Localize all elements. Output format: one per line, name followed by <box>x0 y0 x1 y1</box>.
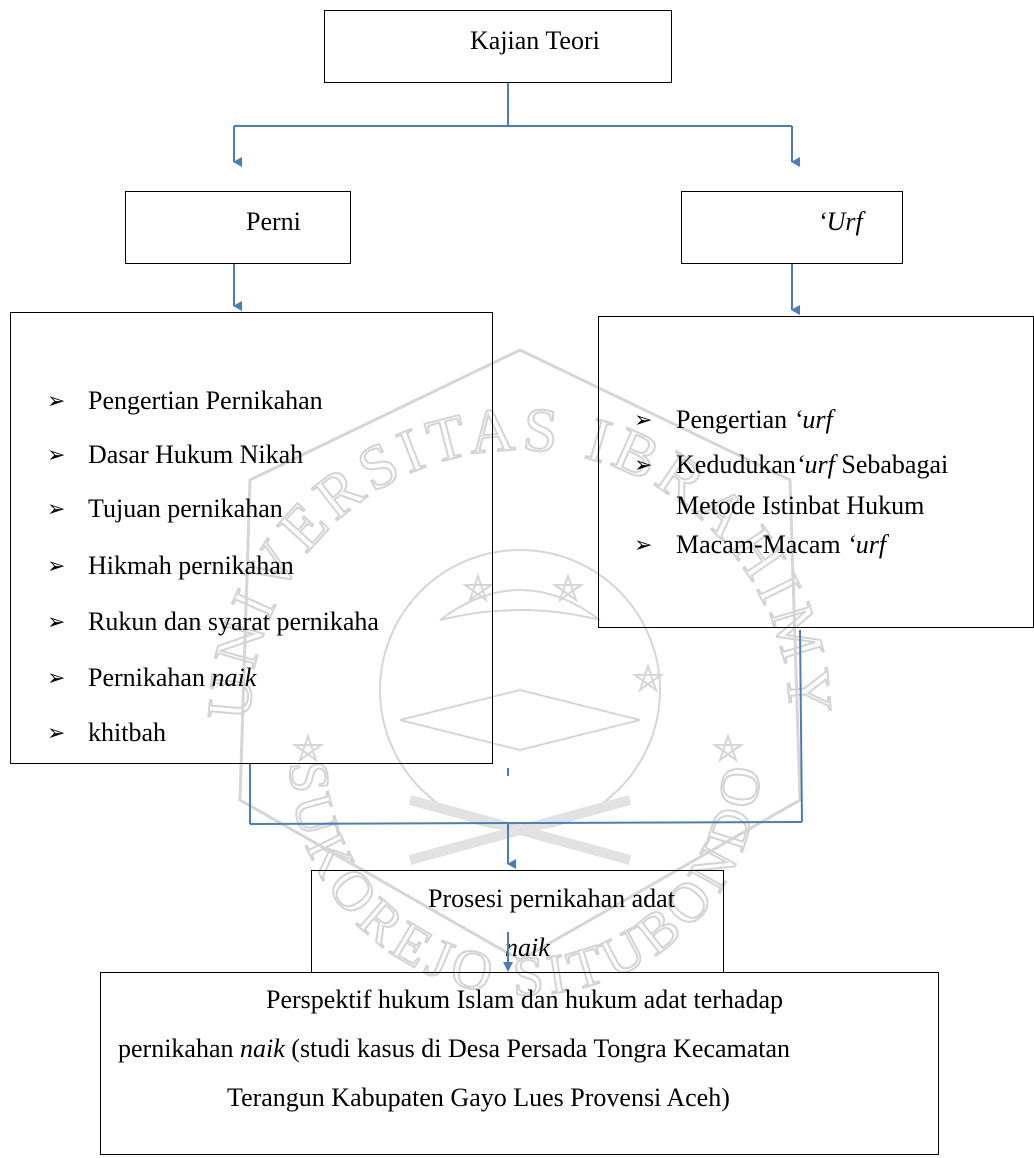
arrow-bullet-icon: ➢ <box>47 553 66 578</box>
arrow-bullet-icon: ➢ <box>634 407 653 432</box>
perni-topic-item: Pengertian Pernikahan <box>88 386 323 415</box>
right-list-down <box>799 629 803 823</box>
perni-label: Perni <box>246 207 301 236</box>
urf-topic-item: Kedudukan‘urf Sebabagai <box>676 450 949 479</box>
urf-box <box>681 191 903 264</box>
arrow-bullet-icon: ➢ <box>47 665 66 690</box>
prosesi-line1: Prosesi pernikahan adat <box>428 884 675 913</box>
prosesi-box <box>311 870 724 972</box>
root-label: Kajian Teori <box>470 26 600 55</box>
perspektif-line1: Perspektif hukum Islam dan hukum adat te… <box>266 985 783 1014</box>
arrow-bullet-icon: ➢ <box>47 388 66 413</box>
urf-topic-item: Macam-Macam ‘urf <box>676 530 887 559</box>
perspektif-line2: pernikahan naik (studi kasus di Desa Per… <box>118 1034 791 1063</box>
watermark-stars <box>291 572 745 763</box>
perspektif-box <box>100 972 939 1155</box>
perni-topic-item: Dasar Hukum Nikah <box>88 440 304 469</box>
perni-topic-item: Tujuan pernikahan <box>88 494 283 523</box>
arrow-bullet-icon: ➢ <box>47 442 66 467</box>
perni-topic-item: Pernikahan naik <box>88 663 257 692</box>
arrow-bullet-icon: ➢ <box>47 496 66 521</box>
arrow-bullet-icon: ➢ <box>634 452 653 477</box>
perni-box <box>125 191 351 264</box>
perspektif-line3: Terangun Kabupaten Gayo Lues Provensi Ac… <box>227 1083 730 1112</box>
arrow-bullet-icon: ➢ <box>47 720 66 745</box>
urf-label: ‘Urf <box>818 207 863 236</box>
prosesi-line2: naik <box>505 933 550 962</box>
perni-topic-item: khitbah <box>88 718 166 747</box>
urf-topic-item-continuation: Metode Istinbat Hukum <box>676 491 925 520</box>
perni-topic-item: Rukun dan syarat pernikaha <box>88 607 379 636</box>
root-box <box>324 10 672 83</box>
urf-topic-item: Pengertian ‘urf <box>676 405 833 434</box>
arrow-bullet-icon: ➢ <box>634 532 653 557</box>
arrow-bullet-icon: ➢ <box>47 609 66 634</box>
merge-line <box>249 821 803 825</box>
perni-topic-item: Hikmah pernikahan <box>88 551 294 580</box>
perni-topics-box <box>10 312 493 764</box>
